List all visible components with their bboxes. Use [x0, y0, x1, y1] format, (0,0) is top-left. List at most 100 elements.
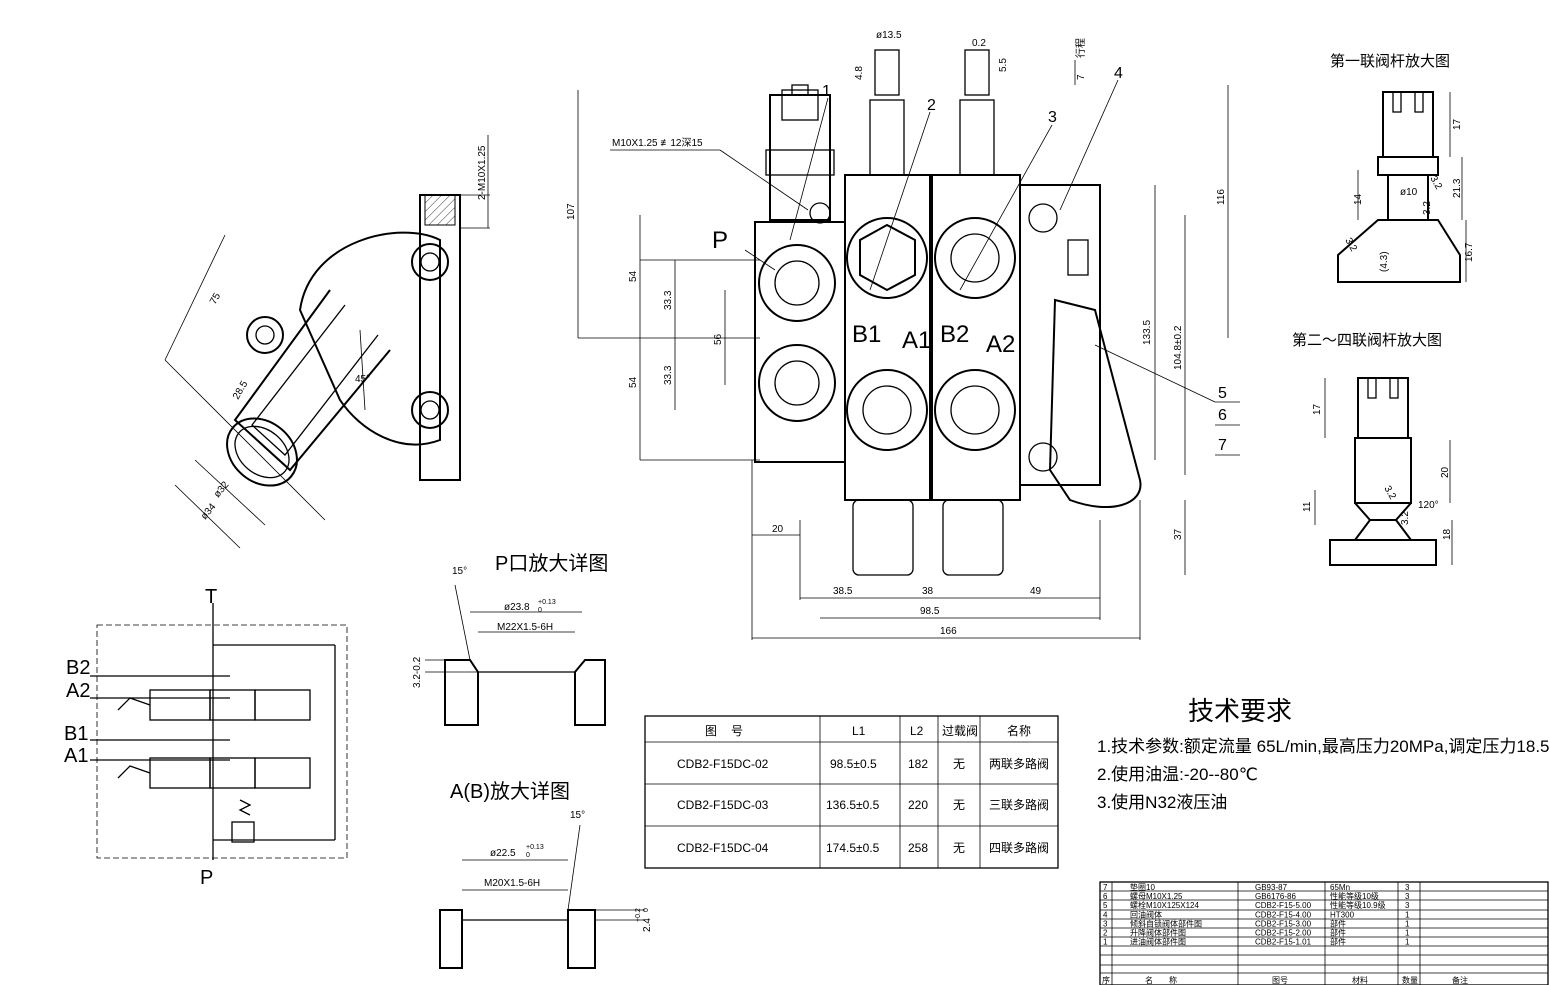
- bom-row-7-col-1: 1: [1103, 938, 1108, 947]
- main-dim-5-5: 5.5: [998, 58, 1009, 72]
- other-stem-rough-b: 3.2: [1400, 511, 1411, 525]
- port-label-b2: B2: [940, 321, 969, 348]
- main-dim-37: 37: [1173, 528, 1184, 540]
- model-row-1-name: 两联多路阀: [989, 756, 1049, 771]
- bom-row-5-col-3: CDB2-F15-3.00: [1255, 919, 1312, 928]
- model-row-1-l2: 182: [908, 757, 928, 771]
- bom-row-1-col-4: 65Mn: [1330, 883, 1350, 892]
- p-port-dia: ø23.8: [504, 602, 530, 613]
- elbow-offset-dim: 28.5: [231, 379, 250, 402]
- bom-row-4-col-1: 4: [1103, 910, 1108, 919]
- bom-row-5-col-2: 倾斜自锁阀体部件图: [1130, 918, 1202, 928]
- model-row-2-l2: 220: [908, 798, 928, 812]
- model-header-l2: L2: [910, 724, 924, 738]
- model-row-2-l1: 136.5±0.5: [826, 798, 880, 812]
- first-stem-detail: 第一联阀杆放大图 17 14 ø10 21.3 16.7 3.2 (4.3) 3…: [1330, 52, 1475, 283]
- main-dim-0-2: 0.2: [972, 38, 986, 49]
- ab-port-tol-up: +0.13: [526, 844, 544, 851]
- main-dim-98-5: 98.5: [920, 606, 940, 617]
- ab-port-title: A(B)放大详图: [450, 780, 570, 803]
- ab-port-tol-low: 0: [526, 852, 530, 859]
- tech-item-3: 3.使用N32液压油: [1097, 792, 1227, 812]
- bom-header-no: 序: [1102, 975, 1110, 985]
- schematic-label-t: T: [205, 586, 217, 608]
- bom-row-4-col-3: CDB2-F15-4.00: [1255, 910, 1312, 919]
- main-dim-stem-dia: ø13.5: [876, 30, 902, 41]
- bom-row-2-col-1: 6: [1103, 892, 1108, 901]
- bom-row-6-col-2: 升降阀体部件图: [1130, 928, 1186, 938]
- port-label-a1: A1: [902, 327, 931, 354]
- first-stem-title: 第一联阀杆放大图: [1330, 52, 1450, 70]
- bom-row-6-col-1: 2: [1103, 929, 1108, 938]
- bom-row-3-col-1: 5: [1103, 901, 1108, 910]
- callout-6: 6: [1218, 407, 1227, 424]
- bom-row-3-col-5: 3: [1405, 901, 1410, 910]
- main-dim-7: 7: [1076, 74, 1087, 80]
- first-stem-14: 14: [1353, 193, 1364, 205]
- first-stem-dia10: ø10: [1400, 187, 1418, 198]
- main-dim-54-bottom: 54: [628, 376, 639, 388]
- bom-row-3-col-2: 螺栓M10X125X124: [1130, 900, 1199, 910]
- first-stem-21-3: 21.3: [1452, 178, 1463, 198]
- p-port-title: P口放大详图: [495, 552, 608, 575]
- bom-header-remark: 备注: [1452, 975, 1468, 985]
- ab-port-depth-low: 0: [643, 908, 650, 912]
- bom-row-6-col-5: 1: [1405, 929, 1410, 938]
- bom-row-2-col-5: 3: [1405, 892, 1410, 901]
- elbow-thread-dim: 2-M10X1.25: [477, 145, 488, 200]
- callout-5: 5: [1218, 385, 1227, 402]
- callout-3: 3: [1048, 109, 1057, 126]
- callout-1: 1: [822, 83, 831, 100]
- p-port-thread: M22X1.5-6H: [497, 622, 553, 633]
- ab-port-dia: ø22.5: [490, 848, 516, 859]
- p-port-detail: P口放大详图 15° ø23.8 +0.13 0 M22X1.5-6H 3.2-…: [412, 552, 608, 726]
- main-dim-133: 133.5: [1142, 320, 1153, 345]
- bom-header-qty: 数量: [1402, 975, 1418, 985]
- callout-7: 7: [1218, 437, 1227, 454]
- other-stem-detail: 第二～四联阀杆放大图 17 20 11 18 120° 3.2 3.2: [1292, 331, 1453, 566]
- elbow-length-dim: 75: [208, 291, 223, 307]
- p-port-tol-up: +0.13: [538, 599, 556, 606]
- other-stem-120: 120°: [1418, 500, 1439, 511]
- main-dim-4-8: 4.8: [854, 66, 865, 80]
- other-stem-18: 18: [1442, 528, 1453, 540]
- bom-row-3-col-4: 性能等级10.9级: [1330, 900, 1386, 910]
- main-dim-54-top: 54: [628, 270, 639, 282]
- bom-row-1-col-1: 7: [1103, 883, 1108, 892]
- model-row-1-relief: 无: [953, 757, 965, 771]
- main-dim-104: 104.8±0.2: [1173, 325, 1184, 370]
- first-stem-4-3: (4.3): [1379, 251, 1390, 272]
- other-stem-11: 11: [1302, 501, 1313, 512]
- bom-row-7-col-5: 1: [1405, 938, 1410, 947]
- main-valve-view: M10X1.25 ≢12深15 107 116 54 33.3 56 54 33…: [566, 30, 1240, 640]
- elbow-angle-dim: 45°: [355, 374, 370, 385]
- callout-4: 4: [1114, 65, 1123, 82]
- ab-port-angle: 15°: [570, 810, 585, 821]
- bom-row-4-col-4: HT300: [1330, 910, 1355, 919]
- bom-row-2-col-3: GB6176-86: [1255, 892, 1296, 901]
- elbow-dia32-dim: ø32: [212, 479, 232, 500]
- bom-row-1-col-5: 3: [1405, 883, 1410, 892]
- main-dim-49: 49: [1030, 586, 1042, 597]
- model-row-2-name: 三联多路阀: [989, 797, 1049, 812]
- bom-row-1-col-2: 垫圈10: [1130, 882, 1155, 892]
- tech-item-1: 1.技术参数:额定流量 65L/min,最高压力20MPa,调定压力18.5Mp…: [1097, 737, 1550, 756]
- port-label-p: P: [712, 227, 728, 254]
- bom-header-material: 材料: [1352, 975, 1368, 985]
- model-header-drawing-no: 图号: [705, 724, 757, 738]
- first-stem-16-7: 16.7: [1464, 242, 1475, 262]
- hydraulic-schematic: T B2 A2 B1 A1 P: [64, 586, 348, 889]
- first-stem-rough-c: 3.2: [1422, 201, 1433, 215]
- main-height-116: 116: [1216, 189, 1227, 205]
- tech-requirements: 技术要求 1.技术参数:额定流量 65L/min,最高压力20MPa,调定压力1…: [1097, 696, 1550, 812]
- model-header-relief: 过载阀: [942, 724, 978, 738]
- main-dim-166: 166: [940, 626, 957, 637]
- bom-row-6-col-4: 部件: [1330, 928, 1346, 938]
- model-header-name: 名称: [1007, 723, 1031, 738]
- bom-row-5-col-4: 部件: [1330, 918, 1346, 928]
- main-dim-20: 20: [772, 524, 784, 535]
- ab-port-depth: 2.4: [642, 918, 653, 932]
- elbow-view: 2-M10X1.25 75 28.5 45° ø32 ø34: [164, 135, 490, 549]
